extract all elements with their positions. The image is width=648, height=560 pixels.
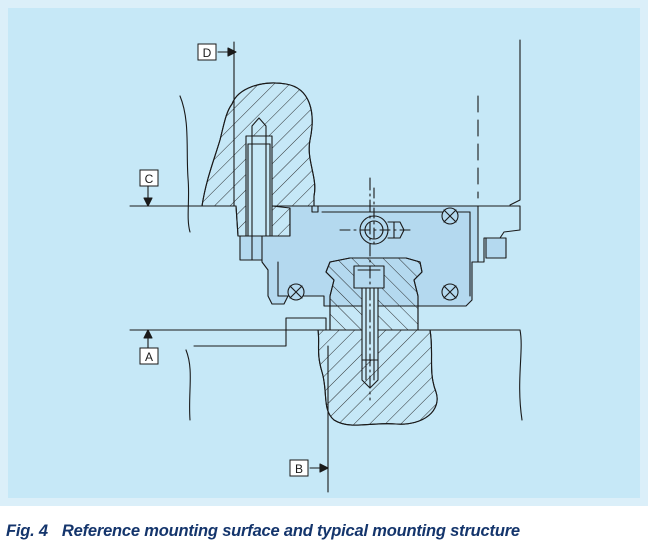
datum-b-leader xyxy=(309,345,329,493)
datum-a-leader xyxy=(129,329,331,349)
rail-bolt xyxy=(353,177,385,401)
end-seal-screw xyxy=(441,283,459,301)
panel-border xyxy=(0,0,648,506)
svg-text:C: C xyxy=(145,172,154,186)
datum-label-d: D xyxy=(197,43,217,61)
bed-outline xyxy=(185,317,523,421)
svg-text:D: D xyxy=(203,46,212,60)
datum-label-a: A xyxy=(139,347,159,365)
figure-panel: D C A B xyxy=(0,0,648,506)
svg-text:B: B xyxy=(295,462,303,476)
figure-number: Fig. 4 xyxy=(6,522,48,540)
datum-label-b: B xyxy=(289,459,309,477)
figure-title: Reference mounting surface and typical m… xyxy=(61,522,520,540)
datum-d-leader xyxy=(217,41,237,207)
figure-caption: Fig. 4 Reference mounting surface and typ… xyxy=(6,522,648,541)
table-outline xyxy=(179,39,521,233)
end-seal-screw xyxy=(287,283,305,301)
svg-text:A: A xyxy=(145,350,153,364)
datum-c-leader xyxy=(129,183,191,207)
end-seal-screw xyxy=(441,207,459,225)
grease-nipple xyxy=(339,187,413,249)
datum-label-c: C xyxy=(139,169,159,187)
